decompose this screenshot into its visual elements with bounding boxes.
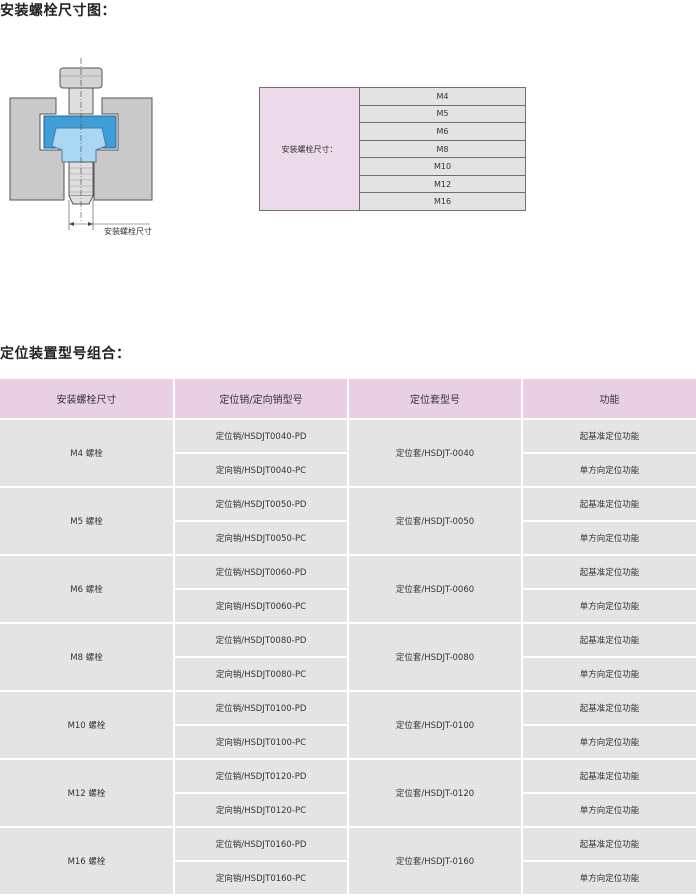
function-cell: 起基准定位功能: [522, 691, 696, 726]
table-row: 定向销/HSDJT0060-PC 单方向定位功能: [0, 589, 696, 624]
pin-cell: 定位销/HSDJT0160-PD: [174, 827, 349, 862]
bolt-cell: M16 螺栓: [0, 827, 175, 896]
bolt-cell: M5 螺栓: [0, 487, 175, 556]
bolt-cell: M12 螺栓: [0, 759, 175, 828]
sleeve-cell: 定位套/HSDJT-0040: [348, 419, 523, 488]
pin-cell: 定位销/HSDJT0050-PD: [174, 487, 349, 522]
dimension-label: 安装螺栓尺寸: [104, 227, 152, 236]
function-cell: 单方向定位功能: [522, 793, 696, 828]
size-cell: M16: [360, 193, 525, 211]
table-header-row: 安装螺栓尺寸 定位销/定向销型号 定位套型号 功能: [0, 379, 696, 420]
sleeve-cell: 定位套/HSDJT-0080: [348, 623, 523, 692]
bolt-cell: M6 螺栓: [0, 555, 175, 624]
size-cell: M4: [360, 88, 525, 106]
header-function: 功能: [522, 379, 696, 420]
size-list: M4 M5 M6 M8 M10 M12 M16: [360, 88, 525, 211]
function-cell: 单方向定位功能: [522, 861, 696, 896]
function-cell: 单方向定位功能: [522, 521, 696, 556]
pin-cell: 定向销/HSDJT0040-PC: [174, 453, 349, 488]
bolt-installation-drawing: [9, 58, 153, 230]
section-title-model-combination: 定位装置型号组合：: [0, 346, 131, 362]
sleeve-cell: 定位套/HSDJT-0050: [348, 487, 523, 556]
sleeve-cell: 定位套/HSDJT-0160: [348, 827, 523, 896]
section-title-bolt-drawing: 安装螺栓尺寸图：: [0, 3, 116, 19]
sleeve-cell: 定位套/HSDJT-0060: [348, 555, 523, 624]
pin-cell: 定位销/HSDJT0100-PD: [174, 691, 349, 726]
size-table-label: 安装螺栓尺寸：: [260, 88, 360, 210]
pin-cell: 定位销/HSDJT0080-PD: [174, 623, 349, 658]
pin-cell: 定位销/HSDJT0040-PD: [174, 419, 349, 454]
header-bolt-size: 安装螺栓尺寸: [0, 379, 175, 420]
model-combination-table: 安装螺栓尺寸 定位销/定向销型号 定位套型号 功能 M4 螺栓 定位销/HSDJ…: [0, 379, 696, 896]
header-pin-model: 定位销/定向销型号: [174, 379, 349, 420]
bolt-cell: M4 螺栓: [0, 419, 175, 488]
table-row: M5 螺栓 定位销/HSDJT0050-PD 定位套/HSDJT-0050 起基…: [0, 487, 696, 556]
table-row: M12 螺栓 定位销/HSDJT0120-PD 定位套/HSDJT-0120 起…: [0, 759, 696, 828]
function-cell: 单方向定位功能: [522, 453, 696, 488]
function-cell: 单方向定位功能: [522, 725, 696, 760]
bolt-size-table: 安装螺栓尺寸： M4 M5 M6 M8 M10 M12 M16: [259, 87, 526, 211]
pin-cell: 定位销/HSDJT0060-PD: [174, 555, 349, 590]
function-cell: 起基准定位功能: [522, 759, 696, 794]
table-row: M6 螺栓 定位销/HSDJT0060-PD 定位套/HSDJT-0060 起基…: [0, 555, 696, 624]
table-row: 定向销/HSDJT0040-PC 单方向定位功能: [0, 453, 696, 488]
pin-cell: 定向销/HSDJT0050-PC: [174, 521, 349, 556]
function-cell: 起基准定位功能: [522, 623, 696, 658]
table-row: 定向销/HSDJT0160-PC 单方向定位功能: [0, 861, 696, 896]
function-cell: 单方向定位功能: [522, 657, 696, 692]
pin-cell: 定向销/HSDJT0120-PC: [174, 793, 349, 828]
pin-cell: 定向销/HSDJT0060-PC: [174, 589, 349, 624]
pin-cell: 定向销/HSDJT0160-PC: [174, 861, 349, 896]
function-cell: 起基准定位功能: [522, 419, 696, 454]
pin-cell: 定向销/HSDJT0080-PC: [174, 657, 349, 692]
table-row: M10 螺栓 定位销/HSDJT0100-PD 定位套/HSDJT-0100 起…: [0, 691, 696, 760]
pin-cell: 定位销/HSDJT0120-PD: [174, 759, 349, 794]
function-cell: 单方向定位功能: [522, 589, 696, 624]
size-cell: M12: [360, 175, 525, 194]
function-cell: 起基准定位功能: [522, 555, 696, 590]
size-cell: M10: [360, 158, 525, 176]
sleeve-cell: 定位套/HSDJT-0100: [348, 691, 523, 760]
size-cell: M8: [360, 140, 525, 159]
function-cell: 起基准定位功能: [522, 487, 696, 522]
table-row: 定向销/HSDJT0100-PC 单方向定位功能: [0, 725, 696, 760]
pin-cell: 定向销/HSDJT0100-PC: [174, 725, 349, 760]
table-row: M16 螺栓 定位销/HSDJT0160-PD 定位套/HSDJT-0160 起…: [0, 827, 696, 896]
bolt-cell: M8 螺栓: [0, 623, 175, 692]
sleeve-cell: 定位套/HSDJT-0120: [348, 759, 523, 828]
size-cell: M5: [360, 105, 525, 124]
function-cell: 起基准定位功能: [522, 827, 696, 862]
bolt-cell: M10 螺栓: [0, 691, 175, 760]
table-row: 定向销/HSDJT0120-PC 单方向定位功能: [0, 793, 696, 828]
table-row: 定向销/HSDJT0080-PC 单方向定位功能: [0, 657, 696, 692]
table-row: 定向销/HSDJT0050-PC 单方向定位功能: [0, 521, 696, 556]
header-sleeve-model: 定位套型号: [348, 379, 523, 420]
table-row: M8 螺栓 定位销/HSDJT0080-PD 定位套/HSDJT-0080 起基…: [0, 623, 696, 692]
table-row: M4 螺栓 定位销/HSDJT0040-PD 定位套/HSDJT-0040 起基…: [0, 419, 696, 488]
size-cell: M6: [360, 123, 525, 141]
